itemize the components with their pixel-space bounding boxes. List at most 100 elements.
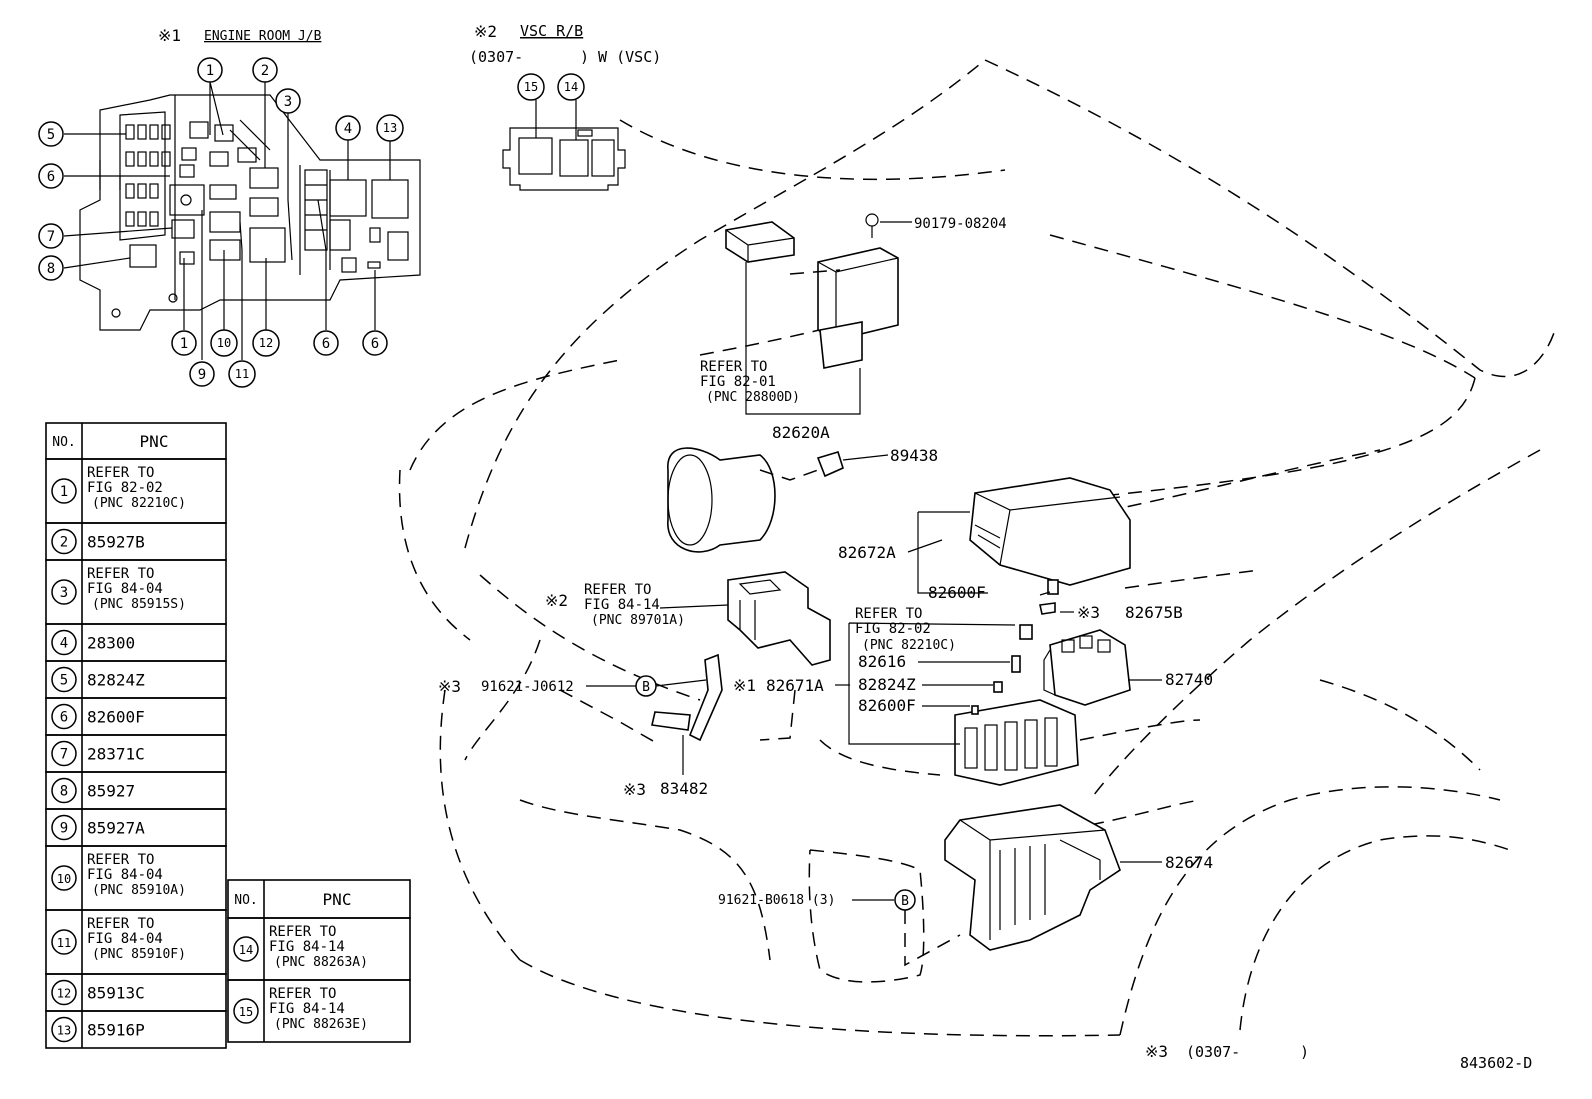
part-ecu-82620A xyxy=(817,213,899,369)
t1-row-pnc-line: REFER TO xyxy=(87,566,154,582)
inset-vsc-rb: ※2 VSC R/B (0307- ) W (VSC) xyxy=(469,22,661,191)
inset1-marker: ※1 xyxy=(158,26,181,45)
t1-row-pnc: 85927B xyxy=(87,533,145,552)
t1-row: 6 82600F xyxy=(45,697,227,736)
t1-row-pnc-line: (PNC 85915S) xyxy=(92,597,186,612)
svg-text:7: 7 xyxy=(47,229,55,245)
diagram-code: 843602-D xyxy=(1460,1054,1532,1072)
svg-text:12: 12 xyxy=(259,336,273,350)
label-ref-8414-1: REFER TO xyxy=(584,582,651,598)
t2-header-pnc: PNC xyxy=(323,890,352,909)
label-ref-8202-3: (PNC 82210C) xyxy=(862,638,956,653)
svg-text:3: 3 xyxy=(284,94,292,110)
svg-text:13: 13 xyxy=(383,121,397,135)
label-82600F-top: 82600F xyxy=(928,583,986,602)
svg-text:1: 1 xyxy=(206,63,214,79)
t1-row-pnc-line: (PNC 85910F) xyxy=(92,947,186,962)
t1-row-number xyxy=(51,777,77,804)
t1-row-number xyxy=(51,865,77,891)
svg-text:6: 6 xyxy=(60,710,68,726)
svg-text:14: 14 xyxy=(564,80,578,94)
t2-row-pnc-line: FIG 84-14 xyxy=(269,939,345,955)
label-82675B: 82675B xyxy=(1125,603,1183,622)
label-82740: 82740 xyxy=(1165,670,1213,689)
t1-row-pnc: 82824Z xyxy=(87,671,145,690)
svg-text:6: 6 xyxy=(371,336,379,352)
part-tray-82674 xyxy=(944,804,1121,951)
t2-header-no: NO. xyxy=(234,893,257,908)
callout-14: 14 xyxy=(557,73,585,101)
label-82671A: 82671A xyxy=(766,676,824,695)
svg-text:6: 6 xyxy=(47,169,55,185)
t2-row-pnc-line: REFER TO xyxy=(269,924,336,940)
callout-8: 8 xyxy=(38,255,64,281)
t2-row-number xyxy=(233,998,259,1024)
t1-row-pnc: 82600F xyxy=(87,708,145,727)
svg-text:1: 1 xyxy=(180,336,188,352)
svg-text:5: 5 xyxy=(60,673,68,689)
svg-text:14: 14 xyxy=(239,943,253,957)
label-83482: 83482 xyxy=(660,779,708,798)
label-ref-8414-2: FIG 84-14 xyxy=(584,597,660,613)
callout-6c: 6 xyxy=(362,330,388,356)
part-ecu-cover xyxy=(725,221,795,263)
t1-row-pnc-line: FIG 84-04 xyxy=(87,931,163,947)
label-91621-J0612: 91621-J0612 xyxy=(481,679,574,695)
svg-text:5: 5 xyxy=(47,127,55,143)
callout-1b: 1 xyxy=(171,330,197,356)
part-cover-82672A xyxy=(969,477,1131,615)
callout-12: 12 xyxy=(252,329,280,357)
svg-text:13: 13 xyxy=(57,1024,71,1038)
part-block-82740 xyxy=(1043,629,1131,706)
inset2-range-end: ) W (VSC) xyxy=(580,48,661,66)
callout-10: 10 xyxy=(210,329,238,357)
callout-4: 4 xyxy=(335,115,361,141)
label-82600F-bot: 82600F xyxy=(858,696,916,715)
label-marker3-c: ※3 xyxy=(623,780,646,799)
svg-text:8: 8 xyxy=(60,784,68,800)
part-labels: 90179-08204 REFER TO FIG 82-01 (PNC 2880… xyxy=(438,216,1213,908)
label-90179-08204: 90179-08204 xyxy=(914,216,1007,232)
label-ref-8414-3: (PNC 89701A) xyxy=(591,613,685,628)
callout-9: 9 xyxy=(189,361,215,387)
svg-text:B: B xyxy=(901,894,909,909)
footnote3-marker: ※3 xyxy=(1145,1042,1168,1061)
label-89438: 89438 xyxy=(890,446,938,465)
svg-text:4: 4 xyxy=(60,636,68,652)
label-marker2-main: ※2 xyxy=(545,591,568,610)
t1-row-number xyxy=(51,666,77,693)
t1-row-number xyxy=(51,528,77,555)
label-82824Z: 82824Z xyxy=(858,675,916,694)
part-fuse-block xyxy=(954,624,1079,786)
inset1-title: ENGINE ROOM J/B xyxy=(204,29,322,44)
svg-text:1: 1 xyxy=(60,484,68,500)
t1-row-pnc-line: (PNC 82210C) xyxy=(92,496,186,511)
callout-b2: B xyxy=(894,889,916,911)
part-horn-89438 xyxy=(667,447,844,553)
svg-text:15: 15 xyxy=(524,80,538,94)
part-sensor-83482 xyxy=(651,653,723,742)
t1-row-pnc-line: REFER TO xyxy=(87,916,154,932)
t1-row-number xyxy=(51,1016,77,1043)
label-ref-8201-3: (PNC 28800D) xyxy=(706,390,800,405)
svg-text:8: 8 xyxy=(47,261,55,277)
svg-text:3: 3 xyxy=(60,585,68,601)
svg-text:6: 6 xyxy=(322,336,330,352)
svg-text:10: 10 xyxy=(57,872,71,886)
svg-text:11: 11 xyxy=(57,936,71,950)
t1-row-number xyxy=(51,579,77,605)
inset2-range-start: (0307- xyxy=(469,48,523,66)
inset2-marker: ※2 xyxy=(474,22,497,41)
label-marker3-b: ※3 xyxy=(438,677,461,696)
